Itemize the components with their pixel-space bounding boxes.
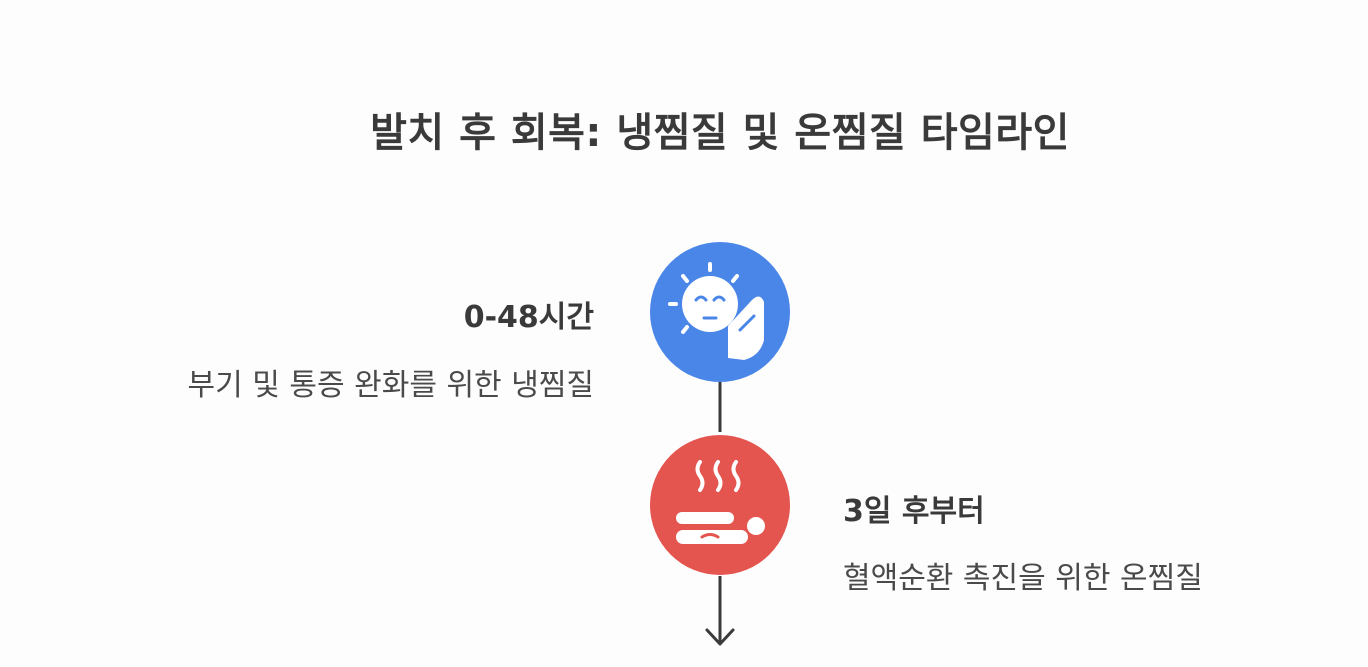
step1-title: 0-48시간 <box>463 300 594 335</box>
page-title: 발치 후 회복: 냉찜질 및 온찜질 타임라인 <box>370 110 1070 156</box>
step1-description: 부기 및 통증 완화를 위한 냉찜질 <box>187 368 594 403</box>
step2-node <box>650 435 790 575</box>
step2-circle <box>650 435 790 575</box>
step2-description: 혈액순환 촉진을 위한 온찜질 <box>843 561 1203 596</box>
cold-face-icon <box>668 262 764 360</box>
hot-compress-icon <box>676 460 765 544</box>
step1-node <box>650 242 790 382</box>
step2-title: 3일 후부터 <box>843 494 985 529</box>
timeline-arrow-icon <box>705 628 735 646</box>
